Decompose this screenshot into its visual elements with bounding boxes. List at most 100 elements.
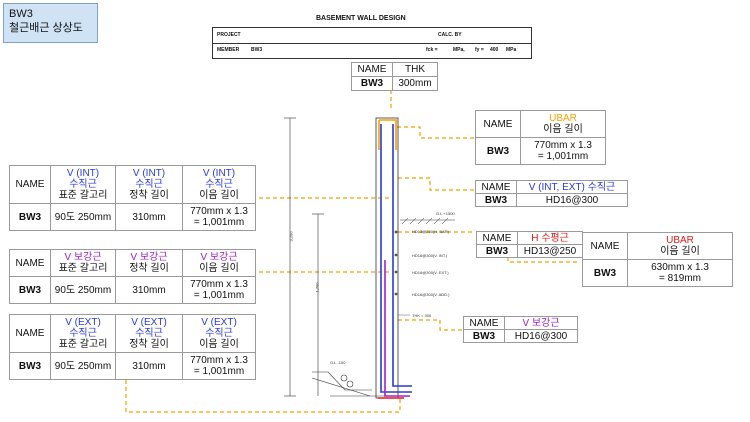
vbo-r3: 770mm x 1.3= 1,001mm bbox=[182, 276, 256, 304]
dim-3200: 3,200 bbox=[288, 231, 294, 242]
vbo-r3-a: 770mm x 1.3 bbox=[190, 279, 248, 290]
ubar2-value: 630mm x 1.3= 819mm bbox=[627, 259, 733, 287]
vie-header: V (INT, EXT) 수직근 bbox=[516, 180, 628, 194]
vbo-r2: 310mm bbox=[115, 276, 183, 304]
fy-label: fy = bbox=[475, 47, 484, 53]
ubar-member: BW3 bbox=[475, 137, 521, 165]
vint-col1-c: 표준 갈고리 bbox=[58, 190, 108, 201]
vext-col2-c: 정착 길이 bbox=[129, 339, 169, 350]
vint-col2-c: 정착 길이 bbox=[129, 190, 169, 201]
thk-name-header: NAME bbox=[351, 62, 393, 77]
drawing-title: BASEMENT WALL DESIGN bbox=[316, 15, 406, 22]
vbo-r1: 90도 250mm bbox=[50, 276, 116, 304]
ubar2-value-2: = 819mm bbox=[659, 273, 701, 284]
vint-col3-b: 수직근 bbox=[205, 179, 233, 190]
calc-label: CALC. BY bbox=[438, 32, 462, 38]
h-header: H 수평근 bbox=[517, 231, 583, 245]
vext-col3-c: 이음 길이 bbox=[199, 339, 239, 350]
ubar2-member: BW3 bbox=[582, 259, 628, 287]
title-member: BW3 bbox=[9, 8, 33, 20]
title-box: BW3 철근배근 상상도 bbox=[3, 3, 98, 43]
vbo-name-header: NAME bbox=[9, 249, 51, 277]
vint-col3-a: V (INT) bbox=[202, 168, 236, 179]
thk-header: THK bbox=[392, 62, 438, 77]
h-name-header: NAME bbox=[476, 231, 518, 245]
bar-h-label: HD13@250(H. BAR) bbox=[412, 229, 449, 234]
vint-col1-a: V (INT) bbox=[66, 168, 100, 179]
vext-r3-a: 770mm x 1.3 bbox=[190, 355, 248, 366]
ubar2-header-title: UBAR bbox=[666, 235, 694, 246]
vbo-r3-b: = 1,001mm bbox=[193, 290, 245, 301]
h-member: BW3 bbox=[476, 244, 518, 258]
ubar-value-2: = 1,001mm bbox=[537, 151, 589, 162]
bar-add-label: HD16@300(V. ADD.) bbox=[412, 292, 450, 297]
ubar-value-1: 770mm x 1.3 bbox=[534, 140, 592, 151]
vint-col2-b: 수직근 bbox=[135, 179, 163, 190]
vext-r3: 770mm x 1.3= 1,001mm bbox=[182, 352, 256, 380]
vint-r3-b: = 1,001mm bbox=[193, 217, 245, 228]
thk-label: THK = 300 bbox=[412, 313, 432, 318]
dim-1700: 1,700 bbox=[314, 282, 320, 293]
vbo-col2-a: V 보강근 bbox=[130, 252, 168, 263]
fy-unit: MPa bbox=[506, 47, 517, 53]
vint-r1: 90도 250mm bbox=[50, 203, 116, 231]
ubar-header-sub: 이음 길이 bbox=[543, 124, 583, 135]
fy-value: 400 bbox=[490, 47, 499, 53]
vext-col3-b: 수직근 bbox=[205, 328, 233, 339]
h-value: HD13@250 bbox=[517, 244, 583, 258]
thk-value: 300mm bbox=[392, 76, 438, 91]
vint-member: BW3 bbox=[9, 203, 51, 231]
vint-col1-b: 수직근 bbox=[69, 179, 97, 190]
title-subtitle: 철근배근 상상도 bbox=[9, 22, 83, 34]
vext-col2-b: 수직근 bbox=[135, 328, 163, 339]
vext-member: BW3 bbox=[9, 352, 51, 380]
ubar-value: 770mm x 1.3= 1,001mm bbox=[520, 137, 606, 165]
ubar2-name-header: NAME bbox=[582, 232, 628, 260]
gl-bottom-label: G.L -100 bbox=[330, 360, 346, 365]
vadd-member: BW3 bbox=[463, 329, 505, 343]
vie-member: BW3 bbox=[475, 193, 517, 207]
vext-col2-a: V (EXT) bbox=[131, 317, 167, 328]
member-value: BW3 bbox=[251, 47, 263, 53]
drawing-header-table: PROJECT CALC. BY MEMBER BW3 fck = MPa, f… bbox=[212, 27, 532, 59]
vint-r3: 770mm x 1.3= 1,001mm bbox=[182, 203, 256, 231]
ubar-name-header: NAME bbox=[475, 110, 521, 138]
vext-r3-b: = 1,001mm bbox=[193, 366, 245, 377]
vext-name-header: NAME bbox=[9, 314, 51, 353]
vext-r2: 310mm bbox=[115, 352, 183, 380]
ubar2-header-sub: 이음 길이 bbox=[660, 246, 700, 257]
vie-name-header: NAME bbox=[475, 180, 517, 194]
bar-ext-label: HD16@300(V. EXT.) bbox=[412, 270, 449, 275]
vbo-member: BW3 bbox=[9, 276, 51, 304]
vie-value: HD16@300 bbox=[516, 193, 628, 207]
vint-r3-a: 770mm x 1.3 bbox=[190, 206, 248, 217]
vext-col3-a: V (EXT) bbox=[201, 317, 237, 328]
ubar2-value-1: 630mm x 1.3 bbox=[651, 262, 709, 273]
gl-top-label: G.L +1500 bbox=[436, 211, 455, 216]
vbo-col1-b: 표준 갈고리 bbox=[58, 263, 108, 274]
member-label: MEMBER bbox=[217, 47, 240, 53]
vint-col3-c: 이음 길이 bbox=[199, 190, 239, 201]
vadd-header: V 보강근 bbox=[504, 316, 578, 330]
vbo-col3-b: 이음 길이 bbox=[199, 263, 239, 274]
vint-col2-a: V (INT) bbox=[132, 168, 166, 179]
